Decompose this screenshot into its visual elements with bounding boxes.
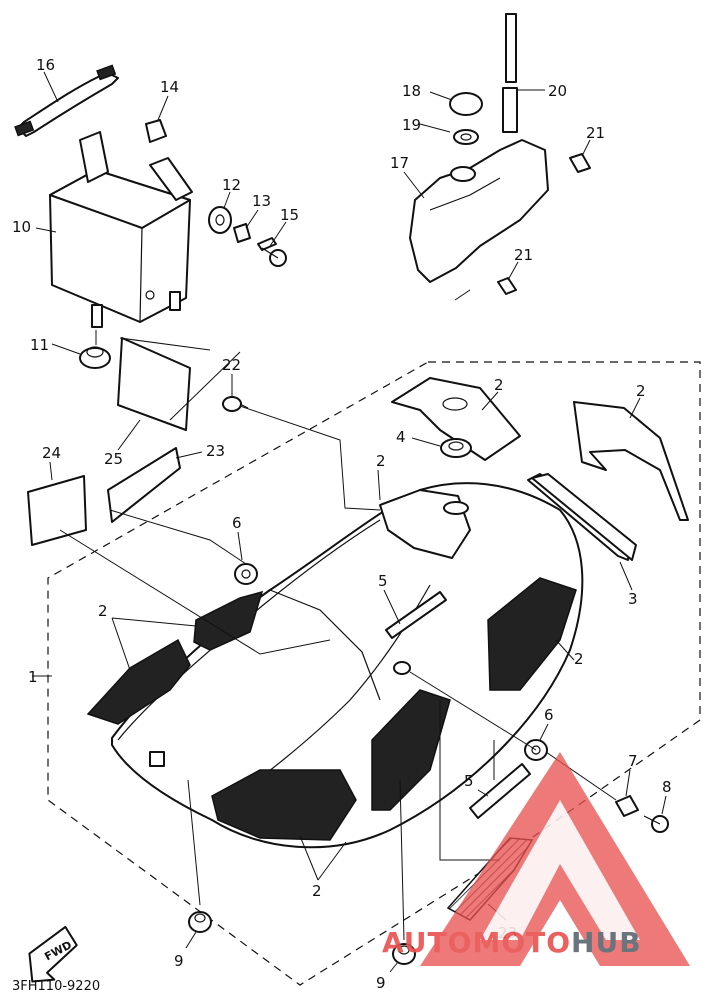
rubber-strip-lower [469,763,531,819]
callout-8: 8 [662,778,672,796]
grommet-4 [440,438,472,458]
drawing-code: 3FH110-9220 [12,979,100,994]
callout-2-left: 2 [98,602,108,620]
callout-20: 20 [548,82,567,100]
callout-leaders [32,71,667,973]
callout-11: 11 [30,336,49,354]
watermark-hub: HUB [571,926,642,959]
callout-25: 25 [104,450,123,468]
fwd-arrow-icon: FWD [28,925,78,983]
callout-14: 14 [160,78,179,96]
callout-9-left: 9 [174,952,184,970]
callout-13: 13 [252,192,271,210]
callout-6-upper: 6 [232,514,242,532]
side-plate-upper [107,447,181,523]
callout-7: 7 [628,752,638,770]
seat-cowl [86,482,584,849]
trim-strip-3 [531,473,637,561]
grommet-9-left [188,911,212,933]
callout-22: 22 [222,356,241,374]
screw-22 [222,396,249,412]
battery-strap [14,64,119,137]
automotohub-logo: AUTOMOTOHUB [382,752,690,966]
callout-2-top-center: 2 [494,376,504,394]
damper-6-upper [234,563,258,585]
callout-24: 24 [42,444,61,462]
callout-2-top-right: 2 [636,382,646,400]
watermark-auto: AUTO [382,926,472,959]
callout-18: 18 [402,82,421,100]
callout-21-lower: 21 [514,246,533,264]
alignment-lines [59,289,617,941]
callout-labels: 16 14 12 13 15 10 11 25 22 23 24 18 20 1… [12,56,672,992]
callout-23-upper: 23 [206,442,225,460]
callout-16: 16 [36,56,55,74]
callout-1: 1 [28,668,38,686]
callout-9-right: 9 [376,974,386,992]
callout-15: 15 [280,206,299,224]
callout-17: 17 [390,154,409,172]
callout-21-upper: 21 [586,124,605,142]
callout-10: 10 [12,218,31,236]
callout-5-lower: 5 [464,772,474,790]
callout-6-lower: 6 [544,706,554,724]
rubber-strip-upper [385,591,447,639]
caution-label [27,475,87,546]
callout-5-upper: 5 [378,572,388,590]
svg-text:AUTOMOTOHUB: AUTOMOTOHUB [382,926,642,959]
callout-2-right: 2 [574,650,584,668]
callout-12: 12 [222,176,241,194]
callout-3: 3 [628,590,638,608]
callout-2-top-left: 2 [376,452,386,470]
grommet-9-right [392,943,416,965]
callout-4: 4 [396,428,406,446]
battery-grommet [79,346,111,369]
callout-19: 19 [402,116,421,134]
reservoir-tank [409,13,591,295]
battery-clip [145,119,167,143]
battery-box [49,131,193,328]
callout-2-bottom: 2 [312,882,322,900]
battery-pad [117,337,191,431]
watermark-moto: MOTO [472,926,571,959]
collar-and-bolt [615,795,669,833]
damper-collar-bolt [208,206,287,267]
